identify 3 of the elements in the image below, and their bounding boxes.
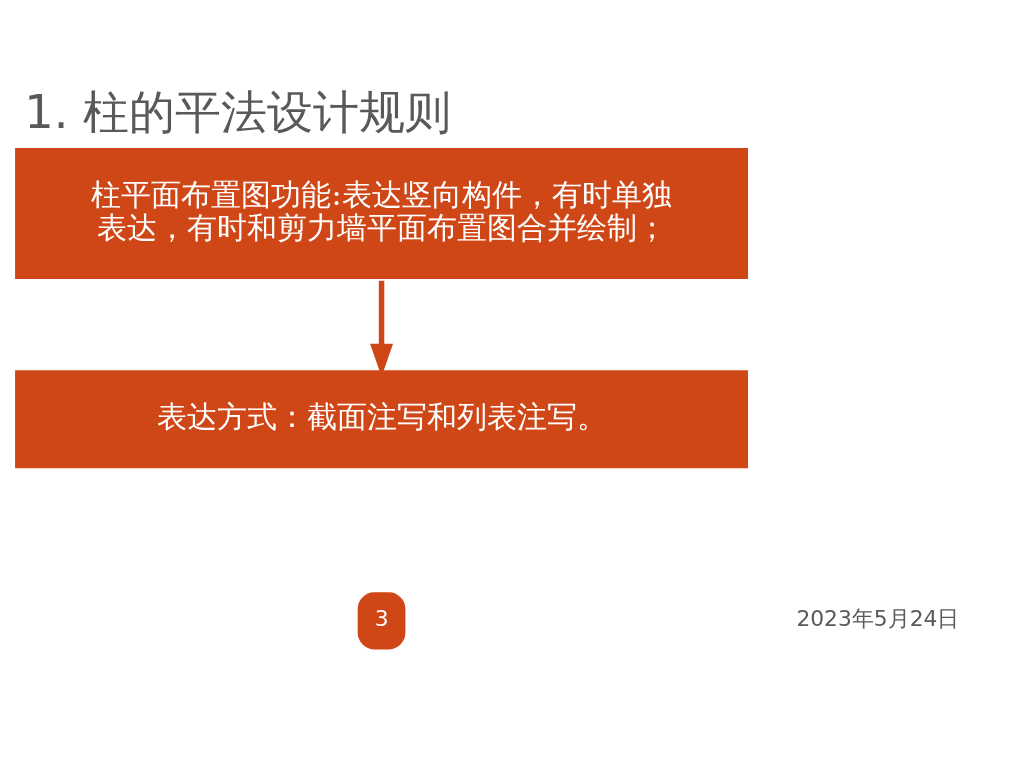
- label: 2023年5月24日: [796, 605, 960, 631]
- label: 3: [374, 605, 389, 631]
- diagram-title: 1. 柱的平法设计规则: [24, 84, 452, 139]
